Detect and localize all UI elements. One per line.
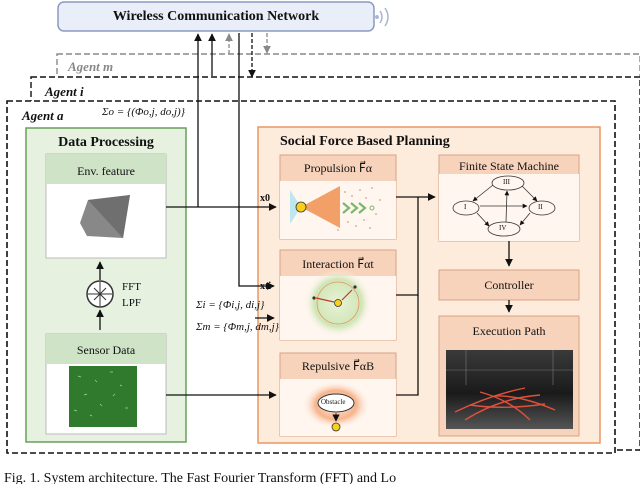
env-feature-label: Env. feature	[77, 164, 135, 178]
sigma-m-label: Σm = {Φm,j, dm,j}	[196, 321, 280, 333]
wifi-icon	[375, 7, 389, 27]
sigma-o-label: Σo = {(Φo,j, do,j)}	[102, 106, 186, 118]
xti-label: xti	[260, 281, 272, 292]
fft-label: FFT	[122, 281, 141, 293]
controller-box	[438, 269, 580, 301]
execution-path-image	[446, 350, 573, 429]
interaction-illustration	[304, 269, 372, 337]
repulsive-illustration	[302, 381, 370, 432]
x0-label: x0	[260, 193, 270, 204]
lpf-label: LPF	[122, 297, 141, 309]
sensor-data-image	[69, 366, 137, 427]
propulsion-label: Propulsion F⃗α	[303, 161, 373, 175]
propulsion-illustration	[290, 186, 381, 231]
interaction-label: Interaction F⃗αt	[302, 257, 374, 271]
sensor-data-label: Sensor Data	[76, 343, 136, 357]
figure-caption: Fig. 1. System architecture. The Fast Fo…	[4, 471, 397, 484]
repulsive-label: Repulsive F⃗αB	[301, 359, 375, 373]
fsm-state-1: I	[464, 203, 467, 211]
network-title: Wireless Communication Network	[112, 9, 320, 24]
controller-label: Controller	[484, 278, 534, 292]
obstacle-label: Obstacle	[321, 398, 346, 406]
fsm-state-2: II	[538, 203, 543, 211]
obstacle-shape	[317, 393, 355, 413]
agent-a-label: Agent a	[22, 108, 64, 123]
execution-path-lines	[454, 387, 556, 421]
planning-title: Social Force Based Planning	[280, 134, 450, 149]
fsm-state-4: IV	[499, 224, 507, 232]
data-processing-title: Data Processing	[58, 135, 154, 150]
fsm-state-3: III	[503, 178, 510, 186]
sensor-scan-points	[73, 371, 128, 417]
agent-m-label: Agent m	[68, 59, 114, 74]
network-box	[57, 1, 375, 32]
fsm-label: Finite State Machine	[459, 159, 559, 173]
execution-path-label: Execution Path	[472, 324, 546, 338]
agent-i-label: Agent i	[45, 84, 84, 99]
sigma-i-label: Σi = {Φi,j, di,j}	[196, 299, 265, 311]
fsm-graph	[452, 175, 556, 237]
